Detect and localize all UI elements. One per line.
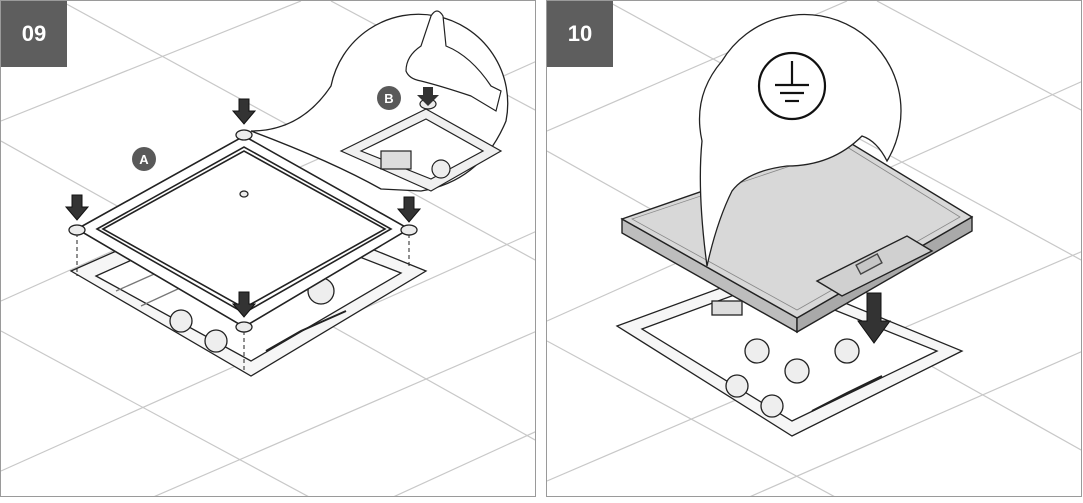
step-09-illustration: A B (1, 1, 535, 496)
detail-callout: B (250, 10, 509, 192)
fixing-points (68, 129, 418, 333)
press-down-arrow-icon (857, 292, 891, 344)
finger-press-icon (405, 10, 502, 112)
marker-b: B (377, 86, 401, 110)
cover-frame (75, 135, 411, 328)
marker-a: A (132, 147, 156, 171)
earth-callout (698, 13, 902, 267)
ground-earth-symbol-icon (757, 51, 827, 121)
svg-text:B: B (384, 91, 393, 106)
svg-text:A: A (139, 152, 149, 167)
step-10-illustration (547, 1, 1081, 496)
step-number-tag: 10 (547, 1, 613, 67)
press-down-arrow-icon (64, 98, 422, 318)
step-number-tag: 09 (1, 1, 67, 67)
step-panel-09: 09 (0, 0, 536, 497)
cover-plate (620, 140, 974, 334)
floor-box-opening (615, 270, 964, 437)
step-panel-10: 10 (546, 0, 1082, 497)
